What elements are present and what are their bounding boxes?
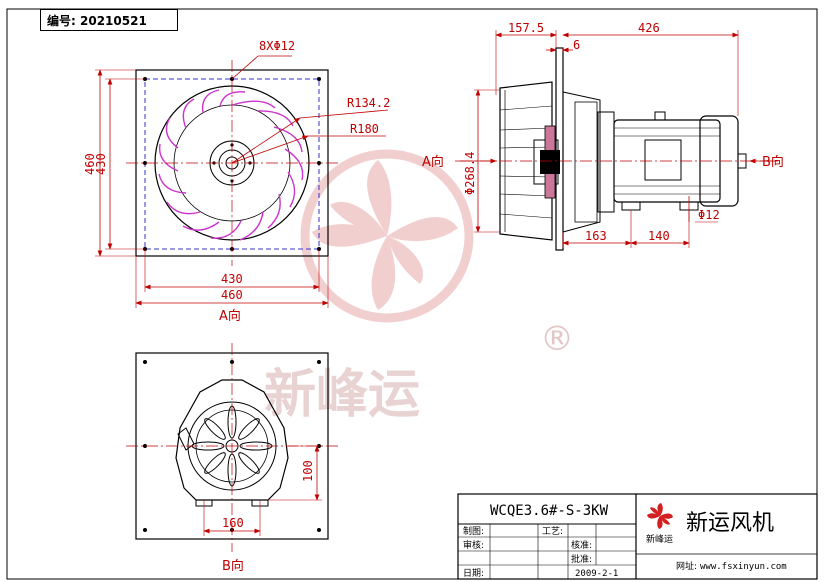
width-inner-label: 430 (221, 272, 243, 286)
dim-flange-label: 157.5 (508, 21, 544, 35)
side-a-label: A向 (422, 154, 444, 170)
radius-inner-label: R134.2 (347, 96, 390, 110)
radius-outer-label: R180 (350, 122, 379, 136)
width-outer-label: 460 (221, 288, 243, 302)
brand-small: 新峰运 (646, 533, 673, 545)
drawing-number: 20210521 (80, 14, 147, 28)
watermark-registered: ® (540, 319, 574, 359)
dim-hole-label: Φ12 (698, 208, 720, 222)
side-b-label: B向 (762, 154, 784, 170)
view-b-label: B向 (222, 558, 244, 574)
bolt-holes-label: 8XΦ12 (259, 39, 295, 53)
dim-base2-label: 140 (648, 229, 670, 243)
fan-wheel (499, 81, 553, 241)
mounting-plate (555, 47, 564, 251)
website-label: 网址: (676, 560, 697, 572)
dim-base1-label: 163 (585, 229, 607, 243)
dim-gap-label: 6 (573, 38, 580, 52)
front-view (95, 55, 389, 308)
motor-flange (175, 379, 289, 501)
label-drawn: 制图: (463, 525, 484, 537)
company-name: 新运风机 (686, 511, 774, 536)
drawing-number-label: 编号: (47, 14, 76, 28)
label-process: 工艺: (542, 526, 563, 537)
label-review: 审核: (463, 539, 484, 551)
label-approve: 批准: (571, 553, 592, 565)
title-block (457, 493, 818, 580)
height-outer-label: 460 (83, 153, 97, 175)
watermark-text: 新峰运 (264, 365, 420, 425)
rear-view (126, 343, 338, 552)
label-check: 核准: (571, 539, 592, 551)
rear-dim-100-label: 100 (301, 460, 315, 482)
view-a-label: A向 (219, 308, 241, 324)
label-date: 日期: (463, 568, 484, 579)
side-view (455, 30, 780, 251)
dim-motor-label: 426 (638, 21, 660, 35)
website: www.fsxinyun.com (700, 562, 787, 572)
date-value: 2009-2-1 (575, 569, 618, 579)
dia-inlet-label: Φ268.4 (463, 152, 477, 195)
height-inner-label: 430 (94, 153, 108, 175)
rear-dim-160-label: 160 (222, 516, 244, 530)
brand-logo-icon (647, 503, 673, 529)
impeller-blades (158, 89, 304, 241)
drawing-border (6, 8, 818, 580)
watermark-logo (300, 149, 474, 323)
model-name: WCQE3.6#-S-3KW (490, 503, 609, 519)
